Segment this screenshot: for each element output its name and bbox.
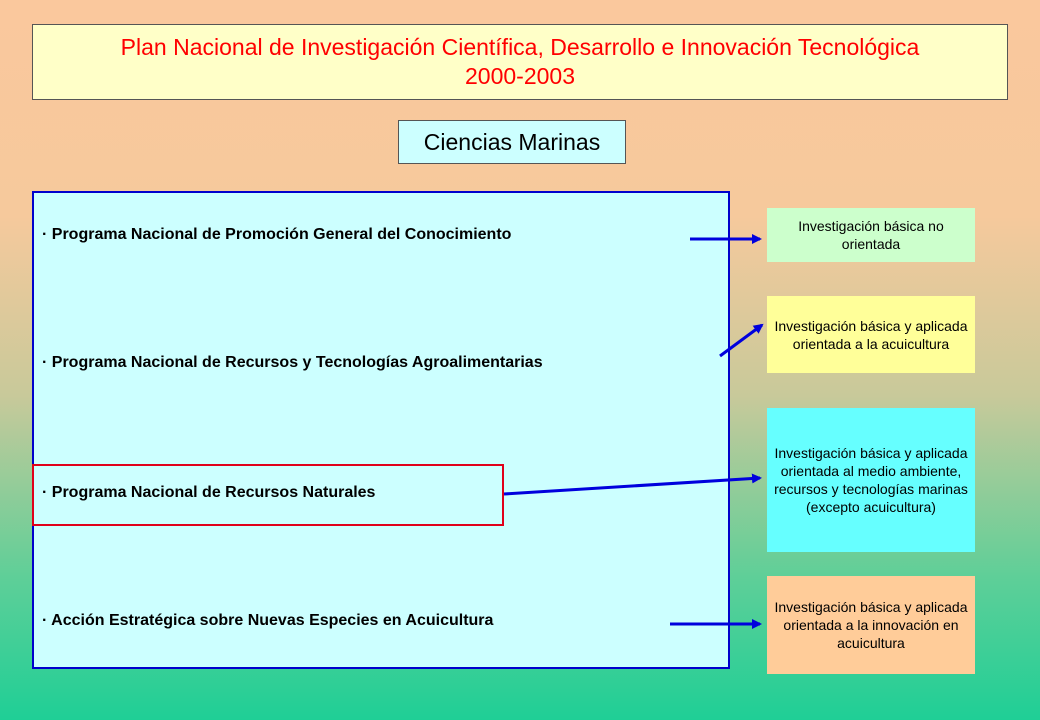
program-item-agroalimentarias: · Programa Nacional de Recursos y Tecnol… — [42, 354, 543, 371]
arrow-agroalimentarias — [719, 323, 764, 358]
title-line-1: Plan Nacional de Investigación Científic… — [120, 34, 920, 60]
page-title: Plan Nacional de Investigación Científic… — [32, 24, 1008, 100]
category-innovacion-acuicultura: Investigación básica y aplicada orientad… — [767, 576, 975, 674]
category-acuicultura: Investigación básica y aplicada orientad… — [767, 296, 975, 373]
program-item-promocion: · Programa Nacional de Promoción General… — [42, 226, 512, 243]
arrow-recursos-naturales — [503, 473, 762, 496]
program-item-recursos-naturales: · Programa Nacional de Recursos Naturale… — [42, 484, 376, 501]
highlight-frame — [32, 464, 504, 526]
title-line-2: 2000-2003 — [465, 63, 575, 89]
programs-panel — [32, 191, 730, 669]
program-item-acuicultura: · Acción Estratégica sobre Nuevas Especi… — [42, 612, 494, 629]
section-subtitle: Ciencias Marinas — [398, 120, 626, 164]
category-medio-ambiente: Investigación básica y aplicada orientad… — [767, 408, 975, 552]
category-basica-no-orientada: Investigación básica no orientada — [767, 208, 975, 262]
